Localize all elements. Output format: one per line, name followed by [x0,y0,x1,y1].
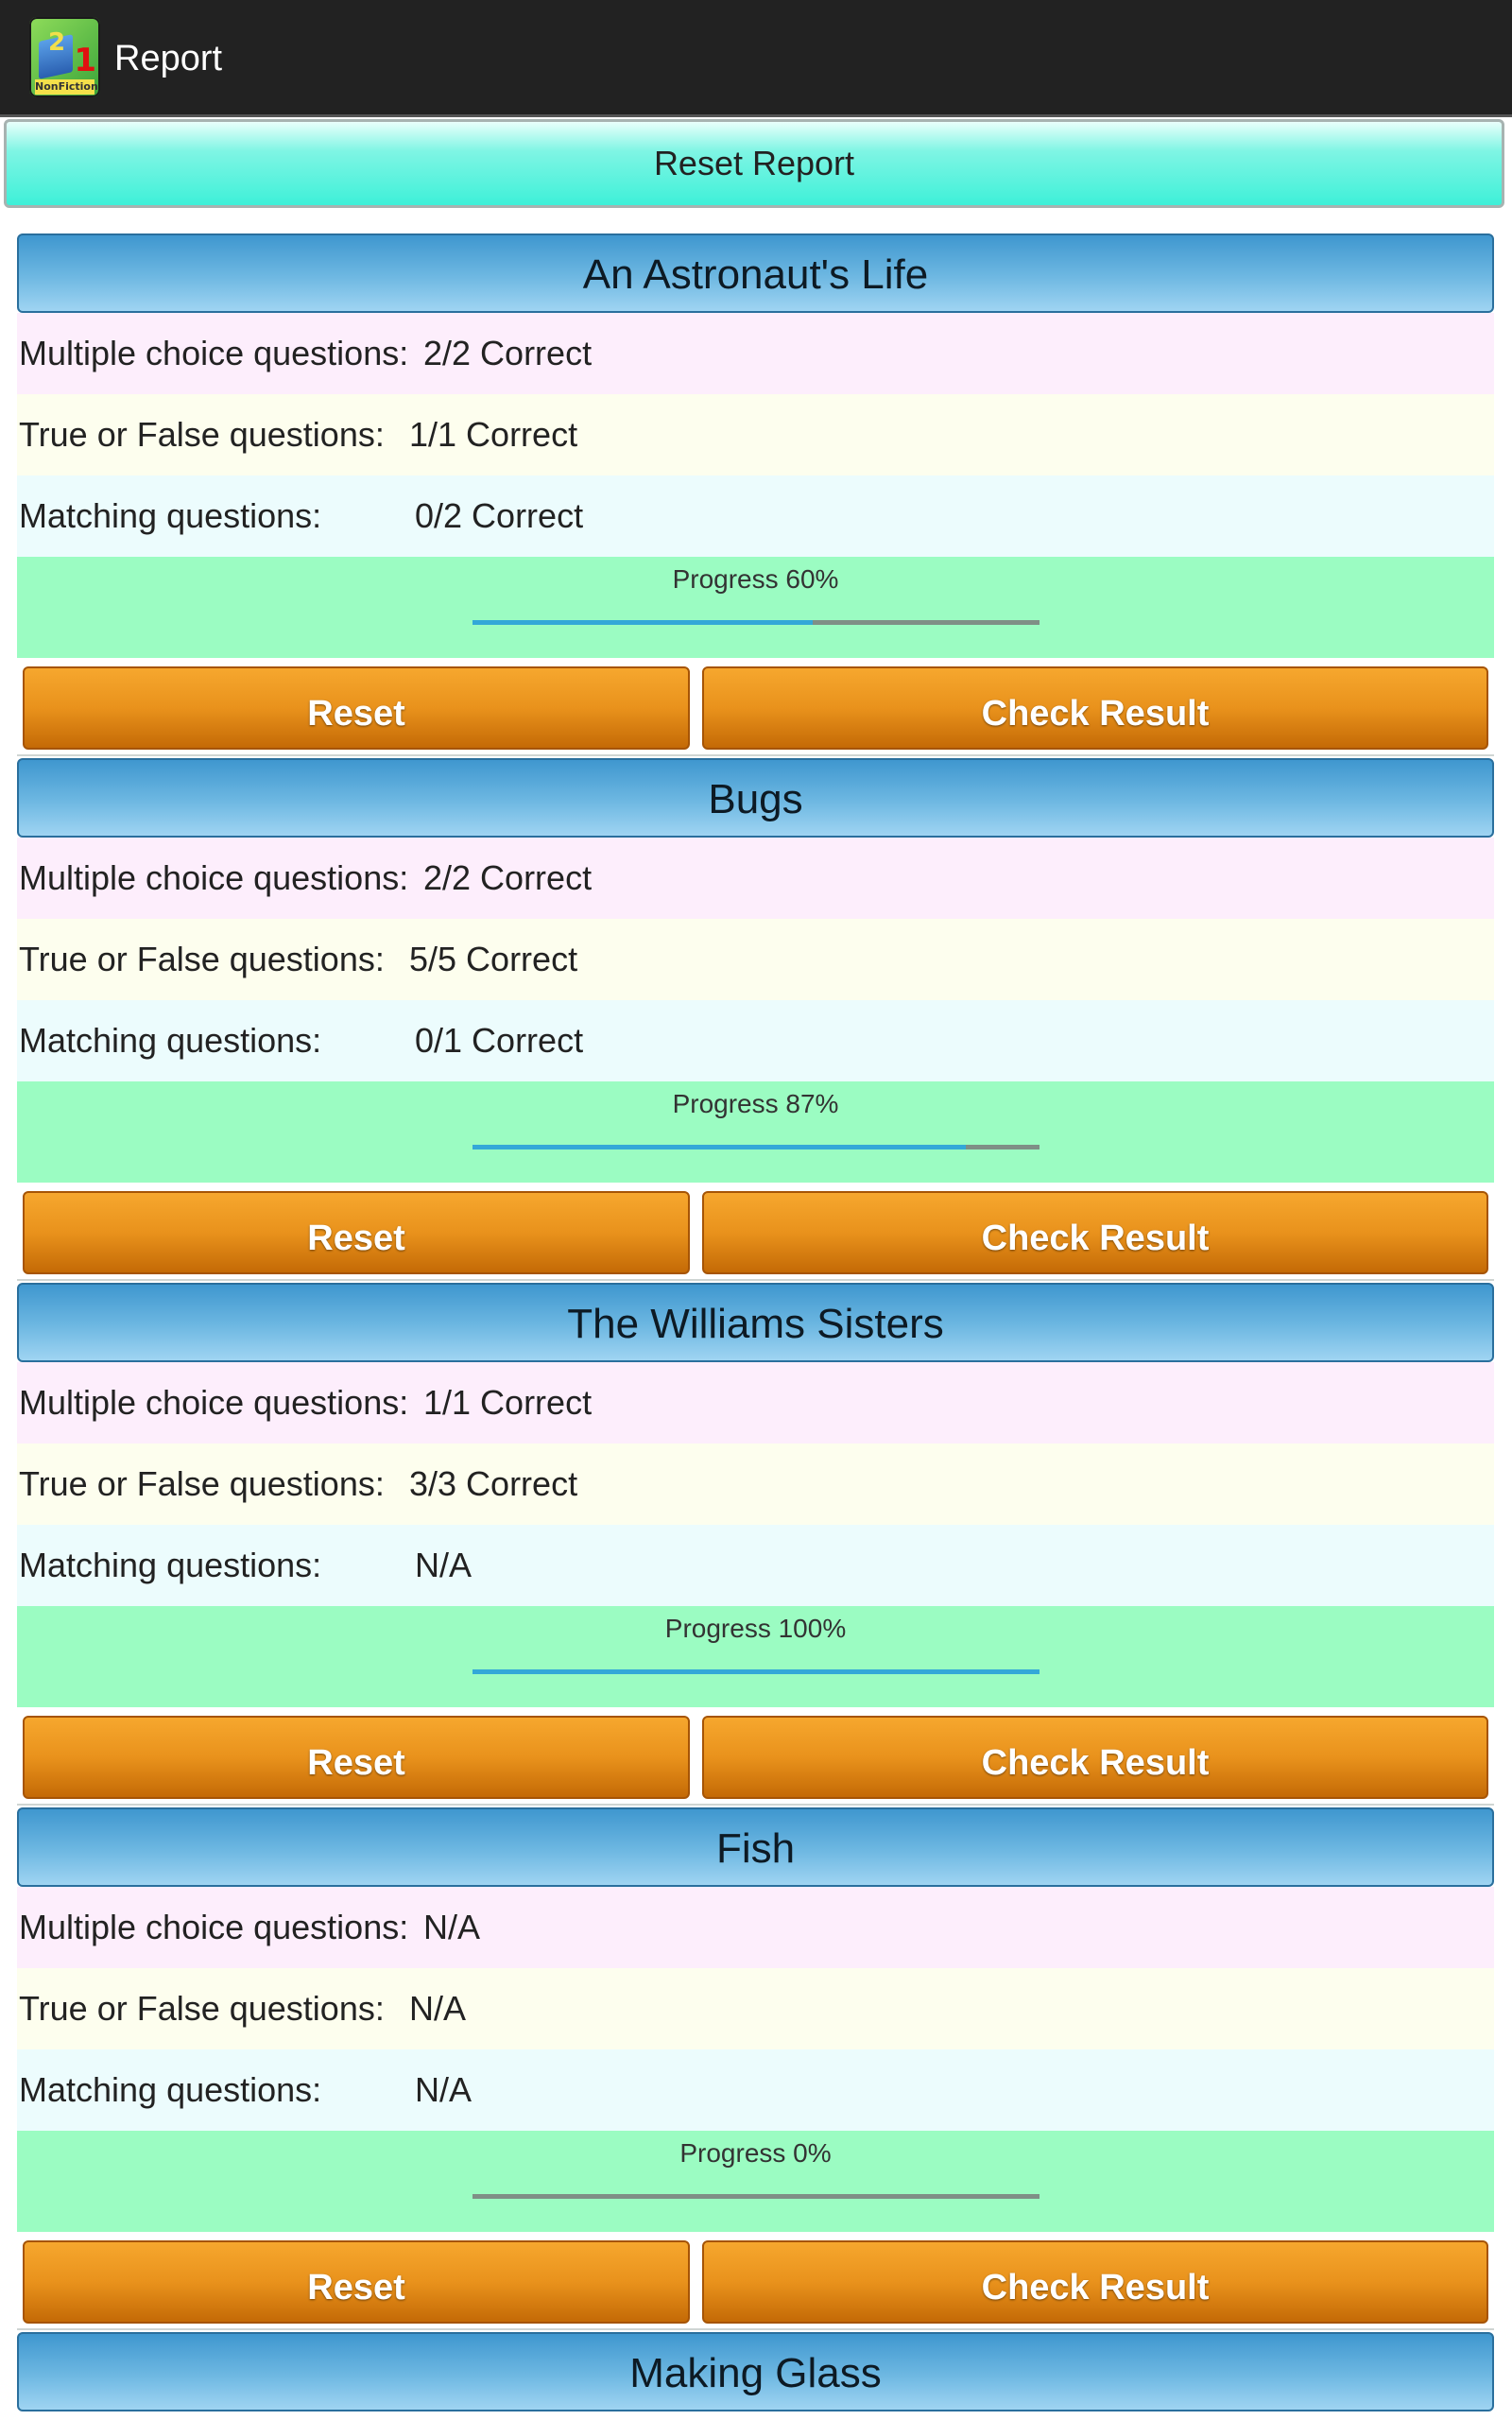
progress-label: Progress 87% [672,1089,839,1118]
story-title: An Astronaut's Life [17,233,1494,313]
matching-value: 0/2 Correct [415,496,584,535]
progress-bar [472,1145,1040,1150]
true-false-row: True or False questions: 1/1 Correct [17,394,1494,475]
check-result-button[interactable]: Check Result [702,1716,1488,1799]
true-false-label: True or False questions: [19,415,385,454]
check-result-button[interactable]: Check Result [702,1191,1488,1274]
matching-value: N/A [415,2070,472,2109]
progress-bar-fill [472,1145,966,1150]
true-false-label: True or False questions: [19,1989,385,2028]
icon-digit-2: 2 [48,28,66,57]
check-result-button[interactable]: Check Result [702,666,1488,750]
action-bar: 2 1 NonFiction Report [0,0,1512,117]
true-false-value: 1/1 Correct [409,415,578,454]
multiple-choice-value: 2/2 Correct [423,334,593,372]
matching-value: 0/1 Correct [415,1021,584,1060]
matching-label: Matching questions: [19,1021,322,1060]
reset-button[interactable]: Reset [23,1191,690,1274]
true-false-label: True or False questions: [19,940,385,978]
story-title: Bugs [17,758,1494,838]
progress-bar-fill [472,1669,1040,1674]
divider [17,1804,1494,1806]
reset-button[interactable]: Reset [23,1716,690,1799]
multiple-choice-row: Multiple choice questions: 2/2 Correct [17,313,1494,394]
multiple-choice-row: Multiple choice questions: N/A [17,1887,1494,1968]
true-false-label: True or False questions: [19,1464,385,1503]
true-false-row: True or False questions: 3/3 Correct [17,1443,1494,1525]
multiple-choice-value: 2/2 Correct [423,858,593,897]
progress-section: Progress 100% [17,1606,1494,1707]
icon-digit-1: 1 [74,42,96,79]
progress-bar [472,620,1040,625]
true-false-value: N/A [409,1989,467,2028]
progress-label: Progress 60% [672,564,839,594]
progress-section: Progress 87% [17,1081,1494,1183]
multiple-choice-row: Multiple choice questions: 2/2 Correct [17,838,1494,919]
matching-label: Matching questions: [19,1546,322,1584]
progress-section: Progress 60% [17,557,1494,658]
matching-row: Matching questions: N/A [17,2049,1494,2131]
matching-row: Matching questions: 0/1 Correct [17,1000,1494,1081]
multiple-choice-value: 1/1 Correct [423,1383,593,1422]
multiple-choice-value: N/A [423,1908,481,1946]
divider [17,754,1494,756]
progress-bar [472,2194,1040,2199]
matching-label: Matching questions: [19,2070,322,2109]
matching-row: Matching questions: N/A [17,1525,1494,1606]
app-logo-icon[interactable]: 2 1 NonFiction [29,17,100,97]
matching-value: N/A [415,1546,472,1584]
multiple-choice-label: Multiple choice questions: [19,858,409,897]
app-title: Report [114,39,223,78]
progress-bar-fill [472,620,813,625]
story-title: Fish [17,1807,1494,1887]
multiple-choice-label: Multiple choice questions: [19,1908,409,1946]
multiple-choice-label: Multiple choice questions: [19,334,409,372]
check-result-button[interactable]: Check Result [702,2240,1488,2324]
true-false-value: 5/5 Correct [409,940,578,978]
reset-report-button[interactable]: Reset Report [4,119,1504,208]
icon-tag: NonFiction [35,79,98,95]
progress-section: Progress 0% [17,2131,1494,2232]
matching-label: Matching questions: [19,496,322,535]
true-false-row: True or False questions: 5/5 Correct [17,919,1494,1000]
true-false-value: 3/3 Correct [409,1464,578,1503]
story-title: Making Glass [17,2332,1494,2411]
true-false-row: True or False questions: N/A [17,1968,1494,2049]
matching-row: Matching questions: 0/2 Correct [17,475,1494,557]
divider [17,2328,1494,2330]
progress-label: Progress 100% [664,1614,847,1643]
multiple-choice-row: Multiple choice questions: 1/1 Correct [17,1362,1494,1443]
progress-label: Progress 0% [679,2138,832,2168]
multiple-choice-label: Multiple choice questions: [19,1383,409,1422]
divider [17,1279,1494,1281]
reset-button[interactable]: Reset [23,666,690,750]
progress-bar [472,1669,1040,1674]
story-title: The Williams Sisters [17,1283,1494,1362]
reset-button[interactable]: Reset [23,2240,690,2324]
